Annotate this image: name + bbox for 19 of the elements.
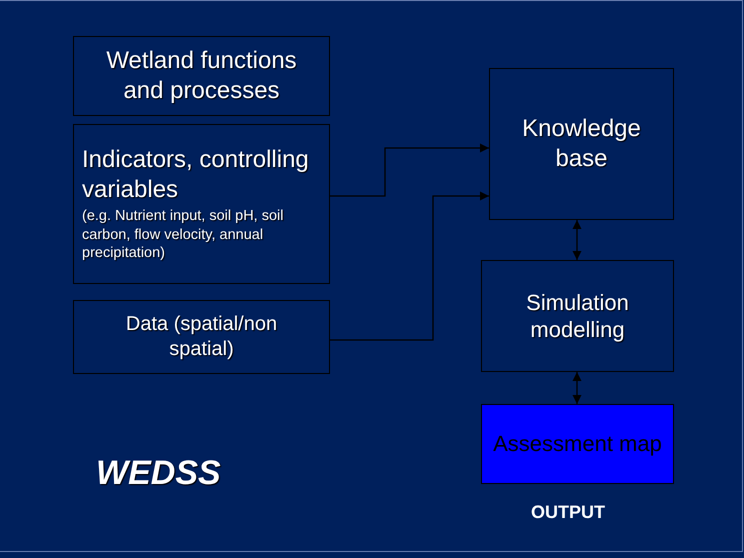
box-description: (e.g. Nutrient input, soil pH, soil carbon, flow velocity, annual precipitation)	[82, 206, 284, 264]
connector-arrow	[330, 143, 489, 197]
box-caption: OUTPUT	[531, 502, 605, 523]
process-box	[481, 404, 674, 484]
connector-arrow	[572, 220, 582, 260]
process-box	[73, 300, 330, 374]
box-title: Simulation modelling	[525, 288, 630, 344]
box-title: Knowledge base	[521, 114, 642, 174]
box-title: Indicators, controlling variables	[82, 144, 310, 205]
process-box	[73, 124, 330, 284]
box-title: Assessment map	[493, 430, 662, 458]
process-box	[481, 260, 674, 372]
box-title: Wetland functions and processes	[105, 46, 298, 106]
process-box	[489, 68, 674, 220]
process-box	[73, 36, 330, 116]
diagram-title: WEDSS	[96, 454, 221, 493]
box-title: Data (spatial/non spatial)	[124, 312, 278, 362]
connector-arrow	[330, 191, 489, 341]
connector-arrow	[572, 372, 582, 404]
